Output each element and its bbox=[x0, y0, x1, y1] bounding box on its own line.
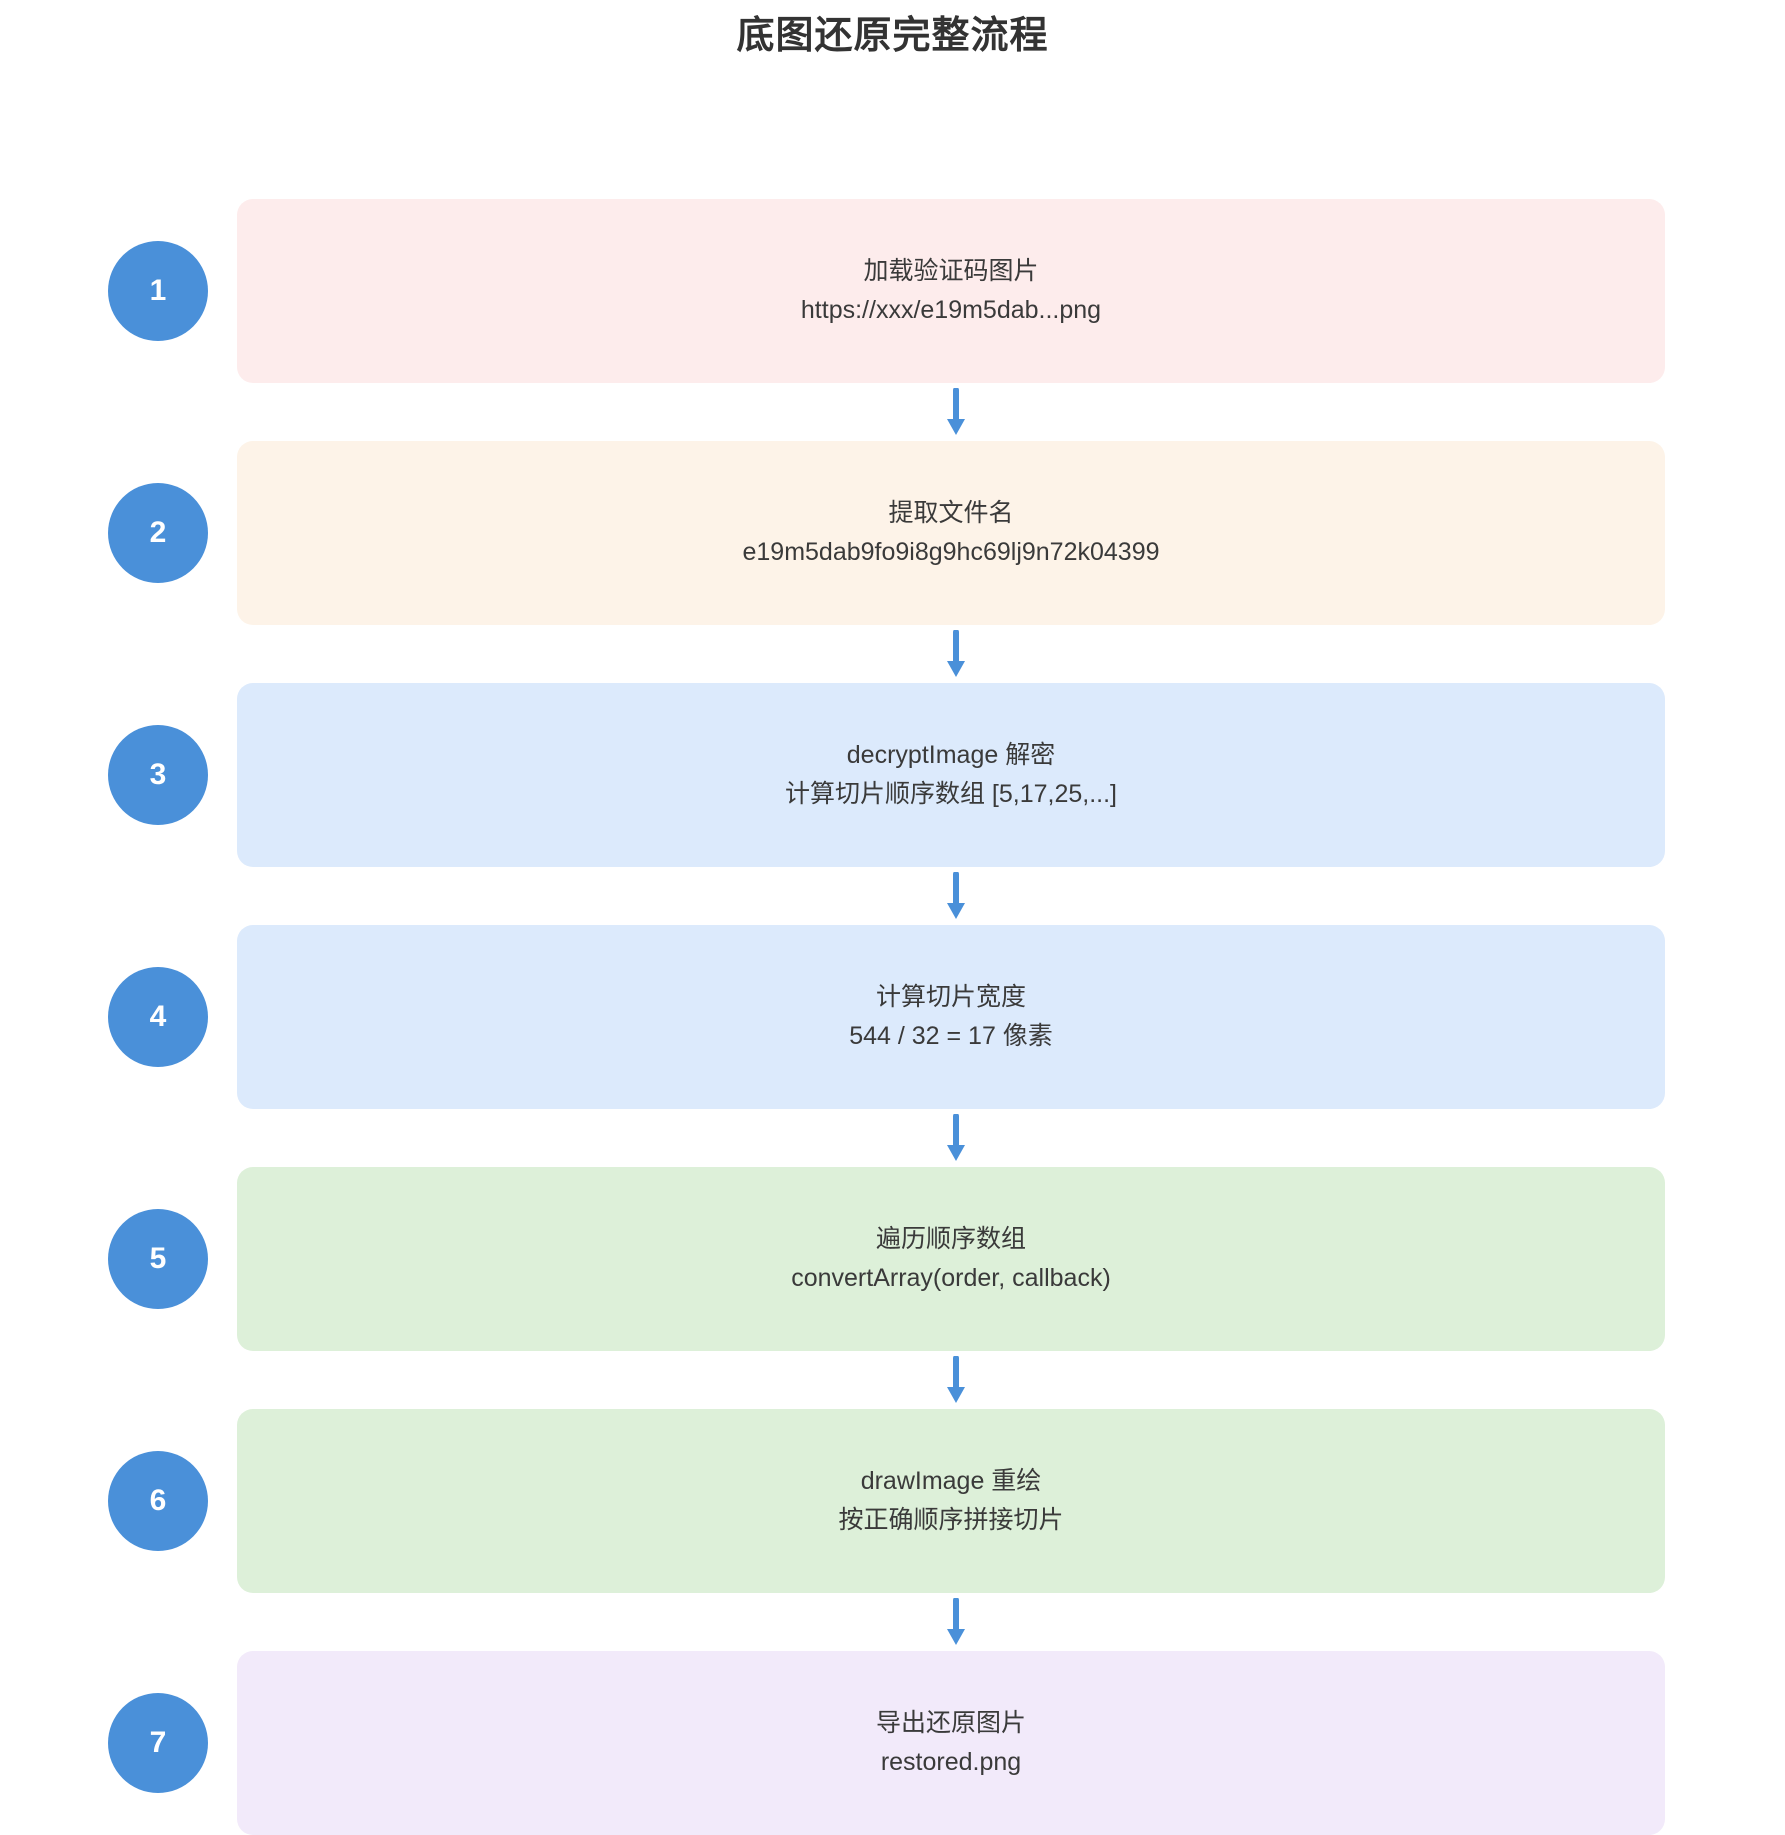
connector-2-to-3 bbox=[0, 625, 1785, 683]
step-number-6: 6 bbox=[149, 1484, 167, 1518]
flow-container: 1 加载验证码图片 https://xxx/e19m5dab...png 2 提… bbox=[0, 199, 1785, 1835]
arrow-down-icon bbox=[947, 1356, 965, 1404]
step-number-3: 3 bbox=[149, 758, 167, 792]
flow-step-1: 1 加载验证码图片 https://xxx/e19m5dab...png bbox=[0, 199, 1785, 384]
arrow-down-icon bbox=[947, 1598, 965, 1646]
arrow-down-icon bbox=[947, 872, 965, 920]
step-4-line-2: 544 / 32 = 17 像素 bbox=[849, 1022, 1053, 1051]
step-2-line-1: 提取文件名 bbox=[888, 498, 1014, 527]
flow-step-3: 3 decryptImage 解密 计算切片顺序数组 [5,17,25,...] bbox=[0, 683, 1785, 868]
step-2-line-2: e19m5dab9fo9i8g9hc69lj9n72k04399 bbox=[742, 538, 1160, 567]
arrow-down-icon bbox=[947, 630, 965, 678]
step-number-2: 2 bbox=[149, 516, 167, 550]
step-7-line-2: restored.png bbox=[880, 1748, 1022, 1777]
flow-step-4: 4 计算切片宽度 544 / 32 = 17 像素 bbox=[0, 925, 1785, 1110]
step-box-1: 加载验证码图片 https://xxx/e19m5dab...png bbox=[237, 199, 1665, 384]
step-4-line-1: 计算切片宽度 bbox=[875, 982, 1026, 1011]
step-box-4: 计算切片宽度 544 / 32 = 17 像素 bbox=[237, 925, 1665, 1110]
flow-step-6: 6 drawImage 重绘 按正确顺序拼接切片 bbox=[0, 1409, 1785, 1594]
step-box-3: decryptImage 解密 计算切片顺序数组 [5,17,25,...] bbox=[237, 683, 1665, 868]
flow-step-2: 2 提取文件名 e19m5dab9fo9i8g9hc69lj9n72k04399 bbox=[0, 441, 1785, 626]
page-title: 底图还原完整流程 bbox=[736, 15, 1049, 57]
step-badge-4: 4 bbox=[108, 967, 208, 1068]
connector-6-to-7 bbox=[0, 1593, 1785, 1651]
step-3-line-2: 计算切片顺序数组 [5,17,25,...] bbox=[784, 780, 1118, 809]
step-box-5: 遍历顺序数组 convertArray(order, callback) bbox=[237, 1167, 1665, 1352]
step-number-7: 7 bbox=[149, 1726, 167, 1760]
step-badge-6: 6 bbox=[108, 1451, 208, 1552]
arrow-down-icon bbox=[947, 1114, 965, 1162]
step-number-5: 5 bbox=[149, 1242, 167, 1276]
step-3-line-1: decryptImage 解密 bbox=[846, 740, 1056, 769]
connector-5-to-6 bbox=[0, 1351, 1785, 1409]
step-number-1: 1 bbox=[149, 274, 167, 308]
step-badge-1: 1 bbox=[108, 241, 208, 342]
step-1-line-1: 加载验证码图片 bbox=[863, 256, 1039, 285]
step-badge-2: 2 bbox=[108, 483, 208, 584]
connector-1-to-2 bbox=[0, 383, 1785, 441]
step-badge-5: 5 bbox=[108, 1209, 208, 1310]
flow-step-5: 5 遍历顺序数组 convertArray(order, callback) bbox=[0, 1167, 1785, 1352]
step-box-7: 导出还原图片 restored.png bbox=[237, 1651, 1665, 1835]
step-7-line-1: 导出还原图片 bbox=[875, 1708, 1026, 1737]
connector-3-to-4 bbox=[0, 867, 1785, 925]
step-box-2: 提取文件名 e19m5dab9fo9i8g9hc69lj9n72k04399 bbox=[237, 441, 1665, 626]
connector-4-to-5 bbox=[0, 1109, 1785, 1167]
step-6-line-1: drawImage 重绘 bbox=[860, 1466, 1042, 1495]
step-number-4: 4 bbox=[149, 1000, 167, 1034]
step-1-line-2: https://xxx/e19m5dab...png bbox=[800, 296, 1102, 325]
step-5-line-1: 遍历顺序数组 bbox=[875, 1224, 1026, 1253]
flow-step-7: 7 导出还原图片 restored.png bbox=[0, 1651, 1785, 1835]
step-badge-7: 7 bbox=[108, 1693, 208, 1794]
arrow-down-icon bbox=[947, 388, 965, 436]
step-6-line-2: 按正确顺序拼接切片 bbox=[838, 1506, 1064, 1535]
step-box-6: drawImage 重绘 按正确顺序拼接切片 bbox=[237, 1409, 1665, 1594]
step-badge-3: 3 bbox=[108, 725, 208, 826]
step-5-line-2: convertArray(order, callback) bbox=[791, 1264, 1111, 1293]
